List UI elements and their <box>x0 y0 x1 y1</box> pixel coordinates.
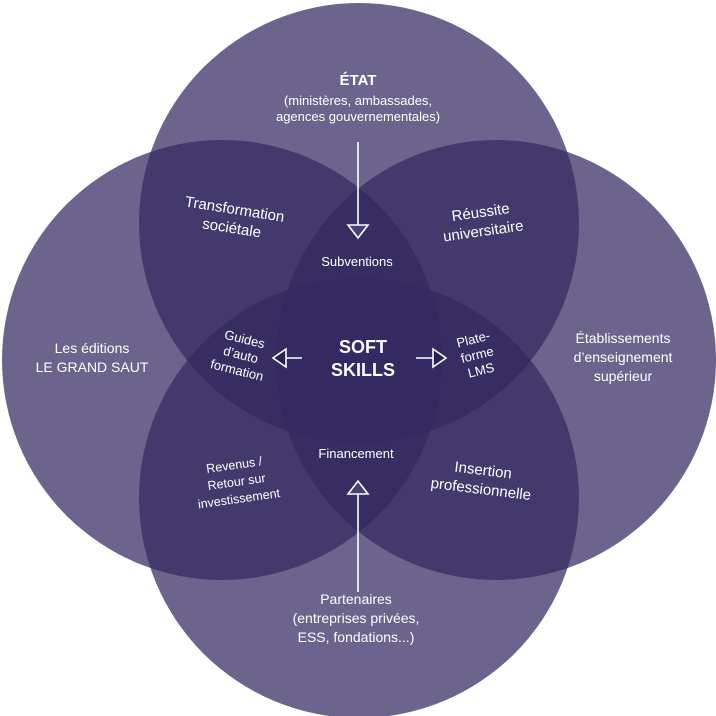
triple-top: Subventions <box>321 254 393 269</box>
right-line2: d’enseignement <box>574 349 673 365</box>
circles <box>2 3 716 716</box>
bottom-line3: ESS, fondations...) <box>298 629 415 645</box>
center-label-line1: SOFT <box>339 337 387 357</box>
top-title: ÉTAT <box>340 72 377 89</box>
arrow-up-icon <box>346 479 370 592</box>
arrow-right-icon <box>416 347 448 369</box>
arrow-down-icon <box>346 142 370 240</box>
bottom-line1: Partenaires <box>320 591 392 607</box>
left-line1: Les éditions <box>55 340 130 356</box>
bottom-line2: (entreprises privées, <box>293 610 420 626</box>
arrow-left-icon <box>271 347 302 369</box>
triple-right-line3: LMS <box>466 360 496 381</box>
overlap-top-left: Transformation sociétale <box>184 193 286 241</box>
center-label-line2: SKILLS <box>331 360 395 380</box>
left-line2: LE GRAND SAUT <box>36 359 149 375</box>
overlap-bottom-right-line1: Insertion <box>454 459 513 483</box>
top-line1: (ministères, ambassades, <box>284 93 432 108</box>
right-line3: supérieur <box>594 368 653 384</box>
triple-right: Plate- forme LMS <box>455 328 496 381</box>
top-line2: agences gouvernementales) <box>276 109 440 124</box>
triple-bottom: Financement <box>318 446 394 461</box>
right-line1: Établissements <box>576 330 671 346</box>
circle-etablissements <box>276 140 716 580</box>
